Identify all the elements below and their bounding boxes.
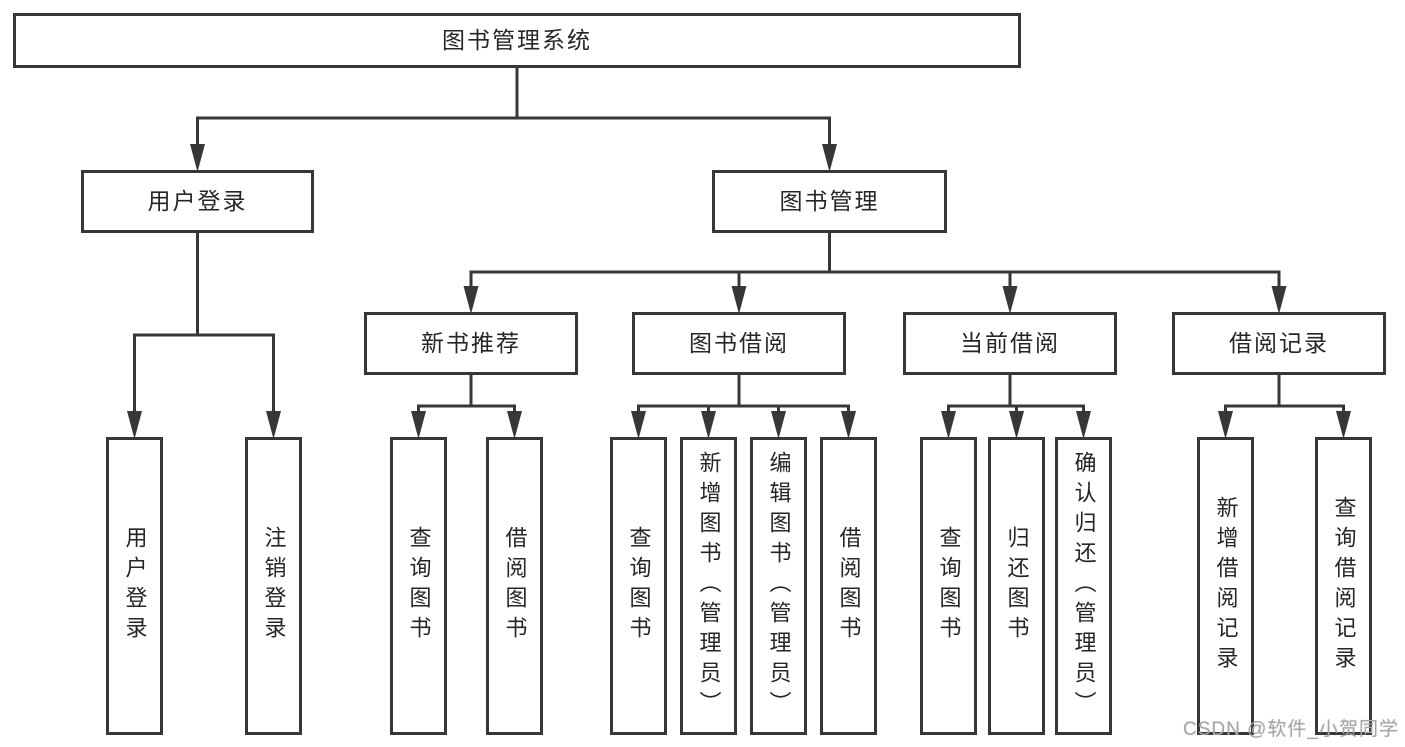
node-label-book-management: 图书管理 bbox=[779, 188, 880, 214]
node-new-book-recommend: 新书推荐 bbox=[364, 312, 578, 375]
node-label-borrowing-records: 借阅记录 bbox=[1229, 330, 1329, 356]
arrowhead-icon bbox=[507, 411, 522, 439]
node-label-leaf-add-books-admin: 新增图书（管理员） bbox=[696, 451, 722, 721]
node-label-leaf-edit-books-admin: 编辑图书（管理员） bbox=[766, 451, 792, 721]
arrowhead-icon bbox=[1009, 411, 1024, 439]
node-leaf-return-books: 归还图书 bbox=[988, 437, 1045, 735]
node-root: 图书管理系统 bbox=[13, 13, 1021, 68]
node-leaf-query-borrow-record: 查询借阅记录 bbox=[1315, 437, 1372, 735]
arrowhead-icon bbox=[266, 411, 281, 439]
node-book-borrowing: 图书借阅 bbox=[632, 312, 846, 375]
node-label-root: 图书管理系统 bbox=[442, 27, 592, 53]
node-leaf-add-borrow-record: 新增借阅记录 bbox=[1197, 437, 1254, 735]
node-leaf-logout: 注销登录 bbox=[245, 437, 302, 735]
arrowhead-icon bbox=[1076, 411, 1091, 439]
node-label-leaf-query-books-borrowing: 查询图书 bbox=[626, 526, 652, 646]
arrowhead-icon bbox=[941, 411, 956, 439]
node-label-leaf-add-borrow-record: 新增借阅记录 bbox=[1213, 496, 1239, 676]
node-label-user-login: 用户登录 bbox=[147, 188, 248, 214]
node-borrowing-records: 借阅记录 bbox=[1172, 312, 1386, 375]
node-leaf-borrow-books-recommend: 借阅图书 bbox=[486, 437, 543, 735]
node-label-leaf-confirm-return-admin: 确认归还（管理员） bbox=[1071, 451, 1097, 721]
arrowhead-icon bbox=[1271, 286, 1287, 314]
node-leaf-borrow-books-borrowing: 借阅图书 bbox=[820, 437, 877, 735]
node-label-leaf-borrow-books-recommend: 借阅图书 bbox=[502, 526, 528, 646]
node-leaf-edit-books-admin: 编辑图书（管理员） bbox=[750, 437, 807, 735]
arrowhead-icon bbox=[1002, 286, 1018, 314]
node-label-leaf-query-borrow-record: 查询借阅记录 bbox=[1331, 496, 1357, 676]
arrowhead-icon bbox=[631, 411, 646, 439]
node-leaf-query-books-recommend: 查询图书 bbox=[390, 437, 447, 735]
node-label-current-borrowing: 当前借阅 bbox=[960, 330, 1060, 356]
node-leaf-query-books-borrowing: 查询图书 bbox=[610, 437, 667, 735]
node-label-leaf-logout: 注销登录 bbox=[261, 526, 287, 646]
node-label-leaf-borrow-books-borrowing: 借阅图书 bbox=[836, 526, 862, 646]
arrowhead-icon bbox=[822, 144, 837, 172]
node-label-leaf-user-login: 用户登录 bbox=[122, 526, 148, 646]
node-label-leaf-return-books: 归还图书 bbox=[1004, 526, 1030, 646]
node-leaf-add-books-admin: 新增图书（管理员） bbox=[680, 437, 737, 735]
node-label-leaf-query-books-current: 查询图书 bbox=[936, 526, 962, 646]
arrowhead-icon bbox=[771, 411, 786, 439]
watermark: CSDN @软件_小贺同学 bbox=[1183, 719, 1399, 740]
arrowhead-icon bbox=[190, 144, 205, 172]
node-label-new-book-recommend: 新书推荐 bbox=[421, 330, 521, 356]
node-label-leaf-query-books-recommend: 查询图书 bbox=[406, 526, 432, 646]
arrowhead-icon bbox=[1336, 411, 1351, 439]
node-leaf-user-login: 用户登录 bbox=[106, 437, 163, 735]
node-book-management: 图书管理 bbox=[712, 170, 947, 233]
arrowhead-icon bbox=[411, 411, 426, 439]
arrowhead-icon bbox=[463, 286, 479, 314]
arrowhead-icon bbox=[731, 286, 747, 314]
node-current-borrowing: 当前借阅 bbox=[903, 312, 1117, 375]
arrowhead-icon bbox=[127, 411, 142, 439]
arrowhead-icon bbox=[701, 411, 716, 439]
node-user-login: 用户登录 bbox=[81, 170, 314, 233]
node-leaf-confirm-return-admin: 确认归还（管理员） bbox=[1055, 437, 1112, 735]
arrowhead-icon bbox=[1218, 411, 1233, 439]
node-leaf-query-books-current: 查询图书 bbox=[920, 437, 977, 735]
node-label-book-borrowing: 图书借阅 bbox=[689, 330, 789, 356]
arrowhead-icon bbox=[841, 411, 856, 439]
